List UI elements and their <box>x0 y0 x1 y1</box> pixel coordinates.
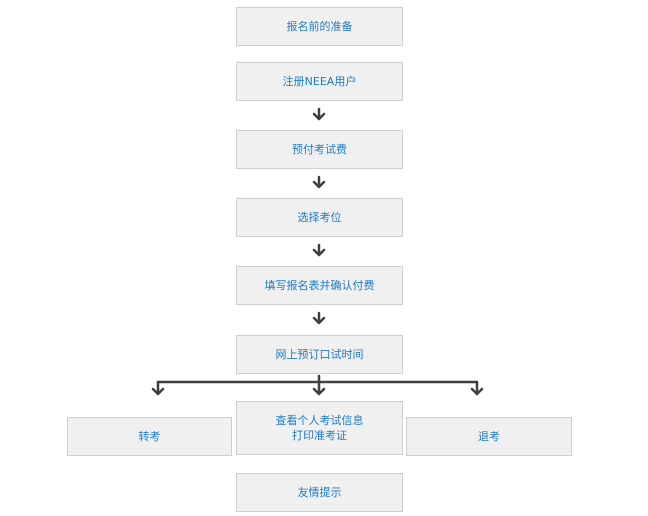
step-withdraw-label: 退考 <box>478 430 500 443</box>
step-print-admission-label: 打印准考证 <box>292 429 347 442</box>
step-book-oral-exam-time[interactable]: 网上预订口试时间 <box>236 335 403 374</box>
step-register-label: 注册NEEA用户 <box>282 75 357 88</box>
step-withdraw-exam[interactable]: 退考 <box>406 417 572 456</box>
step-tips-label: 友情提示 <box>297 486 342 499</box>
step-transfer-label: 转考 <box>138 430 161 443</box>
step-prepare-label: 报名前的准备 <box>286 20 353 33</box>
step-prepay-fee[interactable]: 预付考试费 <box>236 130 403 169</box>
step-view-info-label: 查看个人考试信息 <box>275 414 364 427</box>
step-transfer-exam[interactable]: 转考 <box>67 417 232 456</box>
arrow-down-left-icon <box>151 380 165 396</box>
arrow-down-icon <box>312 107 326 121</box>
step-book-oral-label: 网上预订口试时间 <box>275 348 364 361</box>
step-friendly-tips[interactable]: 友情提示 <box>236 473 403 512</box>
arrow-down-icon <box>312 175 326 189</box>
arrow-down-icon <box>312 311 326 325</box>
step-register-neea-user[interactable]: 注册NEEA用户 <box>236 62 403 101</box>
step-fill-form-confirm-payment[interactable]: 填写报名表并确认付费 <box>236 266 403 305</box>
step-prepare[interactable]: 报名前的准备 <box>236 7 403 46</box>
step-prepay-label: 预付考试费 <box>292 143 347 156</box>
step-fill-form-label: 填写报名表并确认付费 <box>264 279 375 292</box>
step-view-info-print-admission[interactable]: 查看个人考试信息 打印准考证 <box>236 401 403 455</box>
arrow-down-icon <box>312 243 326 257</box>
arrow-down-right-icon <box>470 380 484 396</box>
step-select-seat-label: 选择考位 <box>297 211 342 224</box>
arrow-down-center-icon <box>312 374 326 396</box>
step-select-seat[interactable]: 选择考位 <box>236 198 403 237</box>
